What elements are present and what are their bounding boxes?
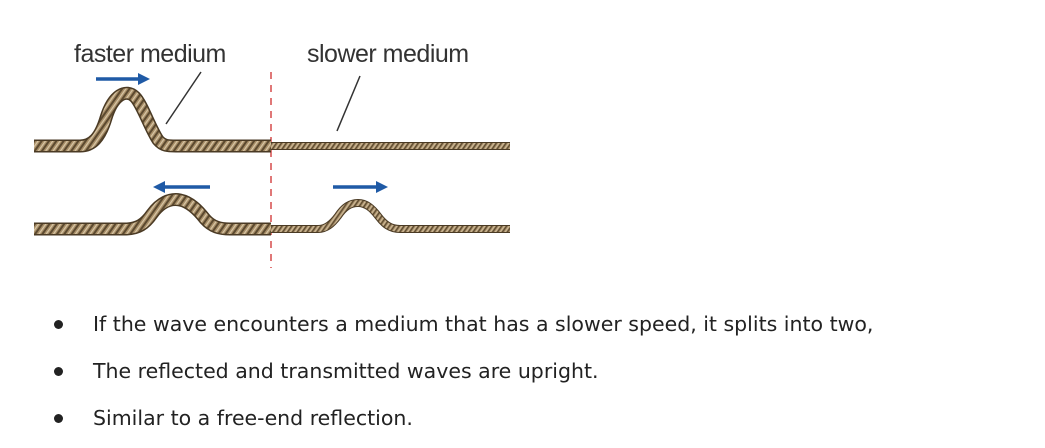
faster-medium-leader-line xyxy=(165,71,202,125)
bullet-text: If the wave encounters a medium that has… xyxy=(93,312,874,336)
slower-medium-leader-line xyxy=(336,75,361,132)
faster-medium-label: faster medium xyxy=(74,40,226,68)
bullet-item: The reflected and transmitted waves are … xyxy=(50,351,873,398)
bullet-dot xyxy=(54,320,63,329)
bullet-text: Similar to a free-end reflection. xyxy=(93,406,413,430)
bullet-item: Similar to a free-end reflection. xyxy=(50,398,873,445)
bullet-dot xyxy=(54,414,63,423)
slower-medium-label: slower medium xyxy=(307,40,469,68)
incident-rope xyxy=(34,86,271,153)
bullet-item: If the wave encounters a medium that has… xyxy=(50,304,873,351)
bullet-dot xyxy=(54,367,63,376)
bullet-list: If the wave encounters a medium that has… xyxy=(50,304,873,445)
reflected-direction-arrow xyxy=(153,181,210,193)
bullet-text: The reflected and transmitted waves are … xyxy=(93,359,599,383)
transmitted-direction-arrow xyxy=(333,181,388,193)
reflected-rope xyxy=(34,193,271,236)
transmitted-rope xyxy=(271,199,510,233)
incident-direction-arrow xyxy=(96,73,150,85)
rope-wave-diagram: faster medium slower medium xyxy=(34,40,510,268)
